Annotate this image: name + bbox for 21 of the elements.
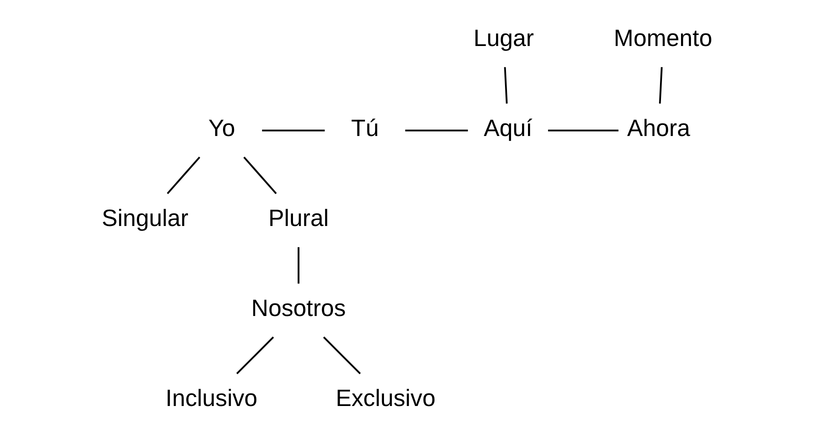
node-text: Exclusivo xyxy=(336,386,436,412)
connector xyxy=(236,336,274,374)
node-text: Aquí xyxy=(484,116,532,142)
node-text: Singular xyxy=(102,206,188,232)
node-text: Tú xyxy=(351,116,379,142)
node-text: Yo xyxy=(208,116,236,142)
node-text: Momento xyxy=(614,26,712,52)
node-text: Inclusivo xyxy=(166,386,258,412)
connector xyxy=(166,156,200,194)
connector xyxy=(405,130,468,132)
node-text: Plural xyxy=(268,206,329,232)
connector xyxy=(298,247,300,284)
connector xyxy=(262,130,325,132)
node-text: Nosotros xyxy=(251,296,346,322)
node-text: Lugar xyxy=(473,26,534,52)
node-text: Ahora xyxy=(627,116,690,142)
connector xyxy=(659,67,663,104)
connector xyxy=(323,336,361,374)
connector xyxy=(243,156,277,194)
connector xyxy=(548,130,618,132)
connector xyxy=(504,67,508,104)
